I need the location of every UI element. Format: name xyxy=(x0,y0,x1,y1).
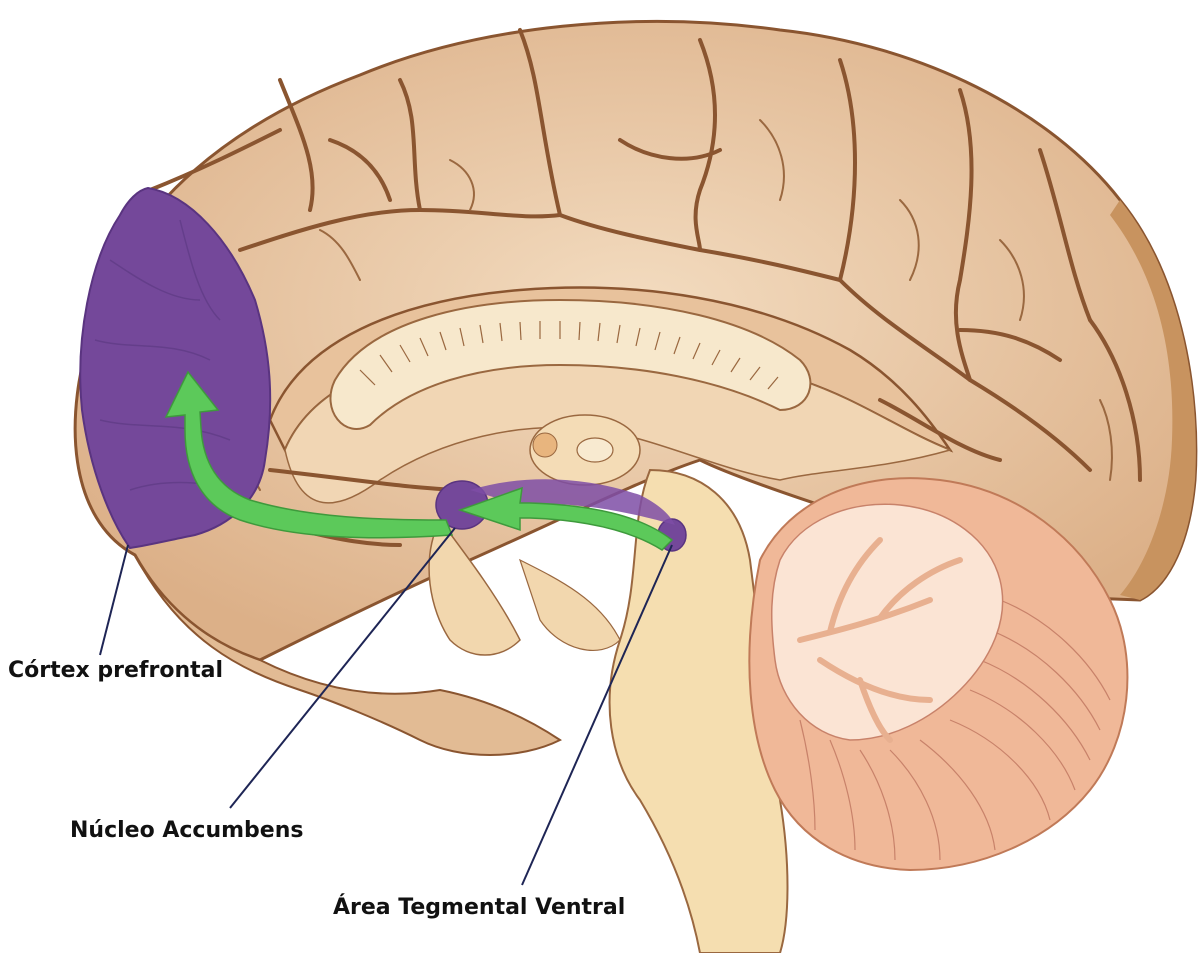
pfc-leader-line xyxy=(100,545,128,655)
mammillary-region xyxy=(520,560,620,650)
nucleus-accumbens-label: Núcleo Accumbens xyxy=(70,818,303,843)
prefrontal-cortex-label: Córtex prefrontal xyxy=(8,658,223,683)
pineal-region xyxy=(577,438,613,462)
anterior-commissure xyxy=(533,433,557,457)
ventral-tegmental-area-label: Área Tegmental Ventral xyxy=(333,895,625,920)
